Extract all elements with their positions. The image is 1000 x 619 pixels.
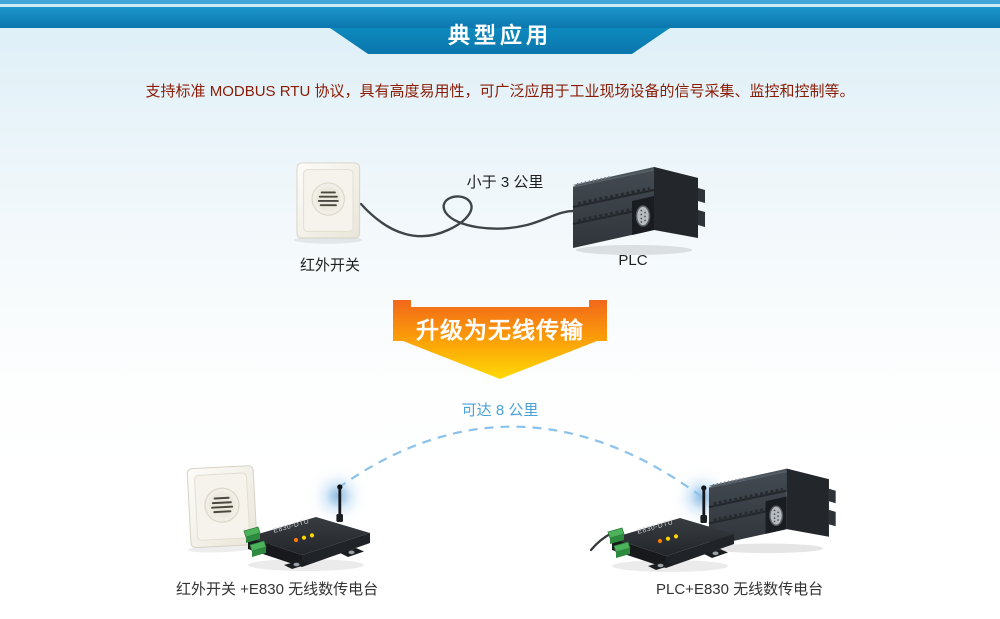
intro-description: 支持标准 MODBUS RTU 协议，具有高度易用性，可广泛应用于工业现场设备的… bbox=[145, 83, 855, 100]
upgrade-arrow-label: 升级为无线传输 bbox=[416, 317, 584, 343]
wired-distance-label: 小于 3 公里 bbox=[466, 174, 544, 191]
wireless-distance-label: 可达 8 公里 bbox=[461, 402, 539, 419]
header-top-strip bbox=[0, 0, 1000, 4]
wireless-link-arc bbox=[337, 425, 703, 498]
infrared-e830-label: 红外开关 +E830 无线数传电台 bbox=[176, 581, 379, 598]
section-title: 典型应用 bbox=[447, 23, 552, 48]
upgrade-arrow bbox=[393, 300, 607, 379]
infrared-switch-image-top bbox=[293, 161, 364, 245]
section-banner-ribbon bbox=[330, 28, 670, 54]
infrared-switch-label: 红外开关 bbox=[299, 257, 360, 274]
header-band bbox=[0, 7, 1000, 28]
plc-image-top bbox=[573, 167, 705, 255]
plc-label: PLC bbox=[618, 252, 648, 269]
header-highlight-strip bbox=[0, 4, 1000, 7]
serial-cable bbox=[359, 195, 579, 238]
plc-e830-label: PLC+E830 无线数传电台 bbox=[656, 581, 824, 598]
antenna-glow-left bbox=[307, 465, 369, 527]
